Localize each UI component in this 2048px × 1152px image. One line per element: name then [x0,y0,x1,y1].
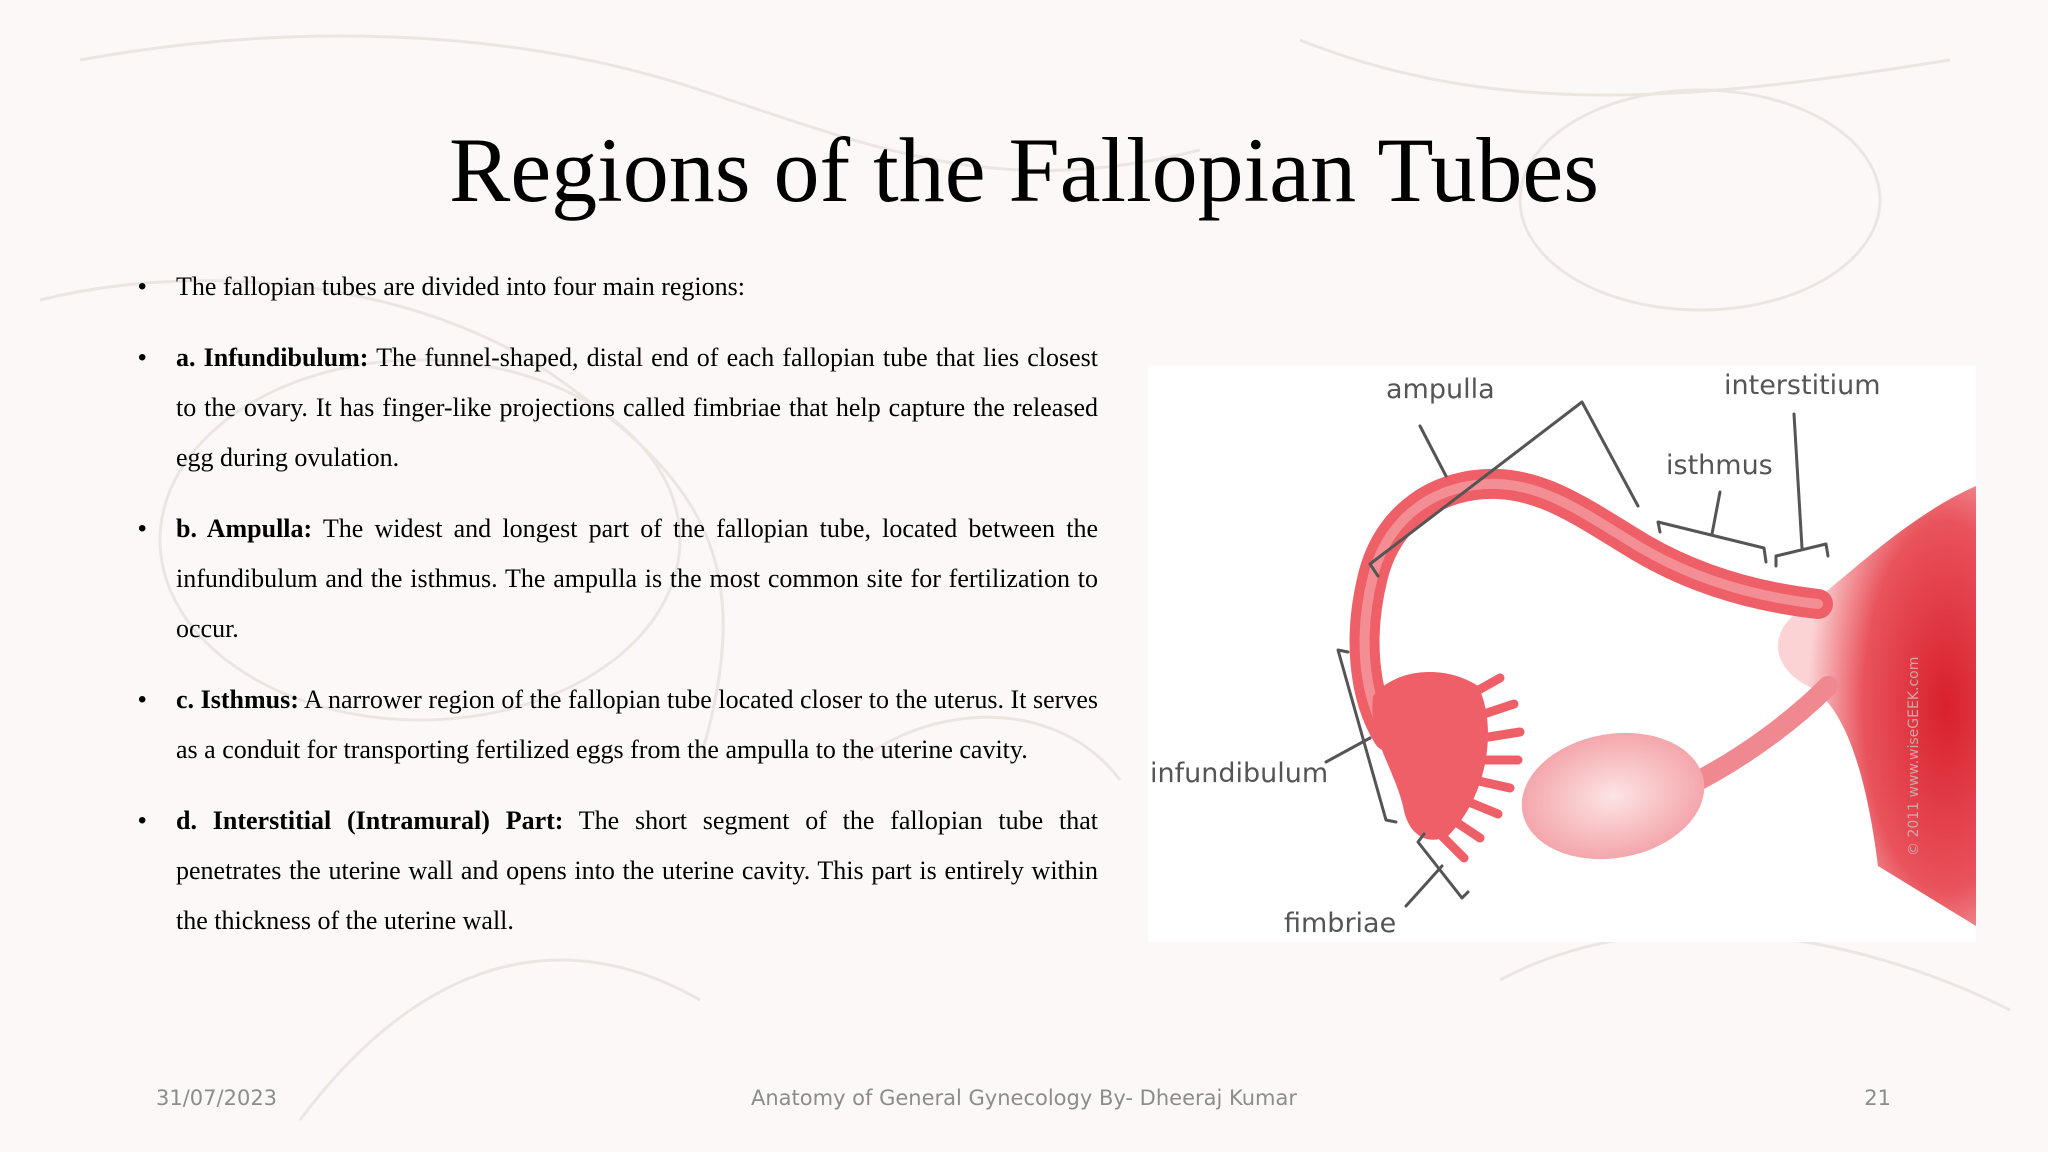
label-ampulla: ampulla [1386,374,1495,405]
interstitium-leader [1792,412,1804,550]
bullet-text: A narrower region of the fallopian tube … [176,685,1098,764]
fallopian-tube-diagram: ampulla interstitium isthmus infundibulu… [1148,366,1976,942]
label-interstitium: interstitium [1724,370,1881,401]
infundibulum-bracket [1336,648,1398,824]
bullet-intro: The fallopian tubes are divided into fou… [138,262,1098,312]
slide-title: Regions of the Fallopian Tubes [448,119,1600,221]
figure-watermark: © 2011 www.wiseGEEK.com [1906,657,1922,856]
bullet-lead: c. Isthmus: [176,685,299,714]
page-number: 21 [1864,1086,1891,1110]
ampulla-leader [1418,424,1448,478]
ovarian-ligament-shape [1678,676,1838,796]
label-isthmus: isthmus [1666,450,1773,481]
bullet-lead: a. Infundibulum: [176,343,369,372]
bullet-interstitial: d. Interstitial (Intramural) Part: The s… [138,796,1098,946]
bullet-text: The widest and longest part of the fallo… [176,514,1098,643]
footer-title: Anatomy of General Gynecology By- Dheera… [750,1086,1298,1110]
fimbriae-leader [1404,864,1444,908]
fimbriae-shape [1433,673,1525,863]
infundibulum-leader [1324,736,1372,764]
bullet-isthmus: c. Isthmus: A narrower region of the fal… [138,675,1098,775]
infundibulum-shape [1372,672,1488,840]
bullet-infundibulum: a. Infundibulum: The funnel-shaped, dist… [138,333,1098,483]
bullet-lead: b. Ampulla: [176,514,313,543]
isthmus-leader [1710,490,1722,536]
footer-date: 31/07/2023 [156,1086,278,1110]
bullet-lead: d. Interstitial (Intramural) Part: [176,806,564,835]
label-infundibulum: infundibulum [1150,758,1328,789]
interstitium-bracket [1774,542,1830,568]
bullet-ampulla: b. Ampulla: The widest and longest part … [138,504,1098,654]
bullet-text: The short segment of the fallopian tube … [176,806,1098,935]
ampulla-bracket [1368,400,1640,578]
ovary-shape [1521,732,1705,860]
label-fimbriae: fimbriae [1284,908,1396,939]
bullet-text: The fallopian tubes are divided into fou… [176,272,745,301]
bullet-text: The funnel-shaped, distal end of each fa… [176,343,1098,472]
bullet-list: The fallopian tubes are divided into fou… [138,262,1098,967]
